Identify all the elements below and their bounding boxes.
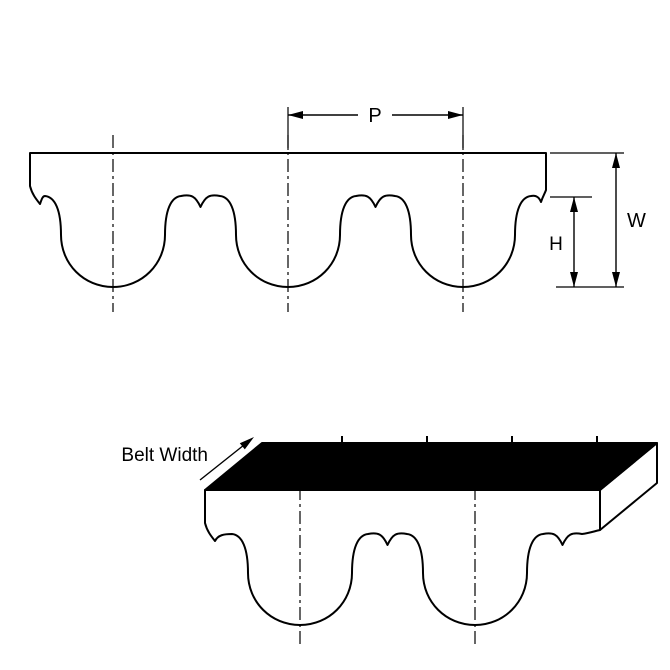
belt-width-arrowhead <box>239 437 254 450</box>
belt-thickness-dimension: W <box>550 152 646 288</box>
belt-width-label: Belt Width <box>121 445 208 466</box>
pitch-label: P <box>368 105 381 127</box>
pitch-arrowhead-right <box>448 111 463 119</box>
thickness-arrowhead-down <box>612 272 620 287</box>
belt-profile-top-view: P W H <box>29 105 646 312</box>
belt-width-arrow-line <box>199 444 245 481</box>
height-arrowhead-up <box>570 197 578 212</box>
tooth-height-label: H <box>549 234 563 255</box>
thickness-arrowhead-up <box>612 153 620 168</box>
belt-width-annotation: Belt Width <box>121 437 254 481</box>
belt-3d-view: Belt Width <box>121 436 658 648</box>
pitch-arrowhead-left <box>288 111 303 119</box>
belt-front-face <box>204 489 601 626</box>
belt-thickness-label: W <box>627 210 646 232</box>
height-arrowhead-down <box>570 272 578 287</box>
pitch-dimension: P <box>287 105 464 150</box>
tooth-height-dimension: H <box>549 196 592 287</box>
belt-top-face <box>204 442 658 491</box>
